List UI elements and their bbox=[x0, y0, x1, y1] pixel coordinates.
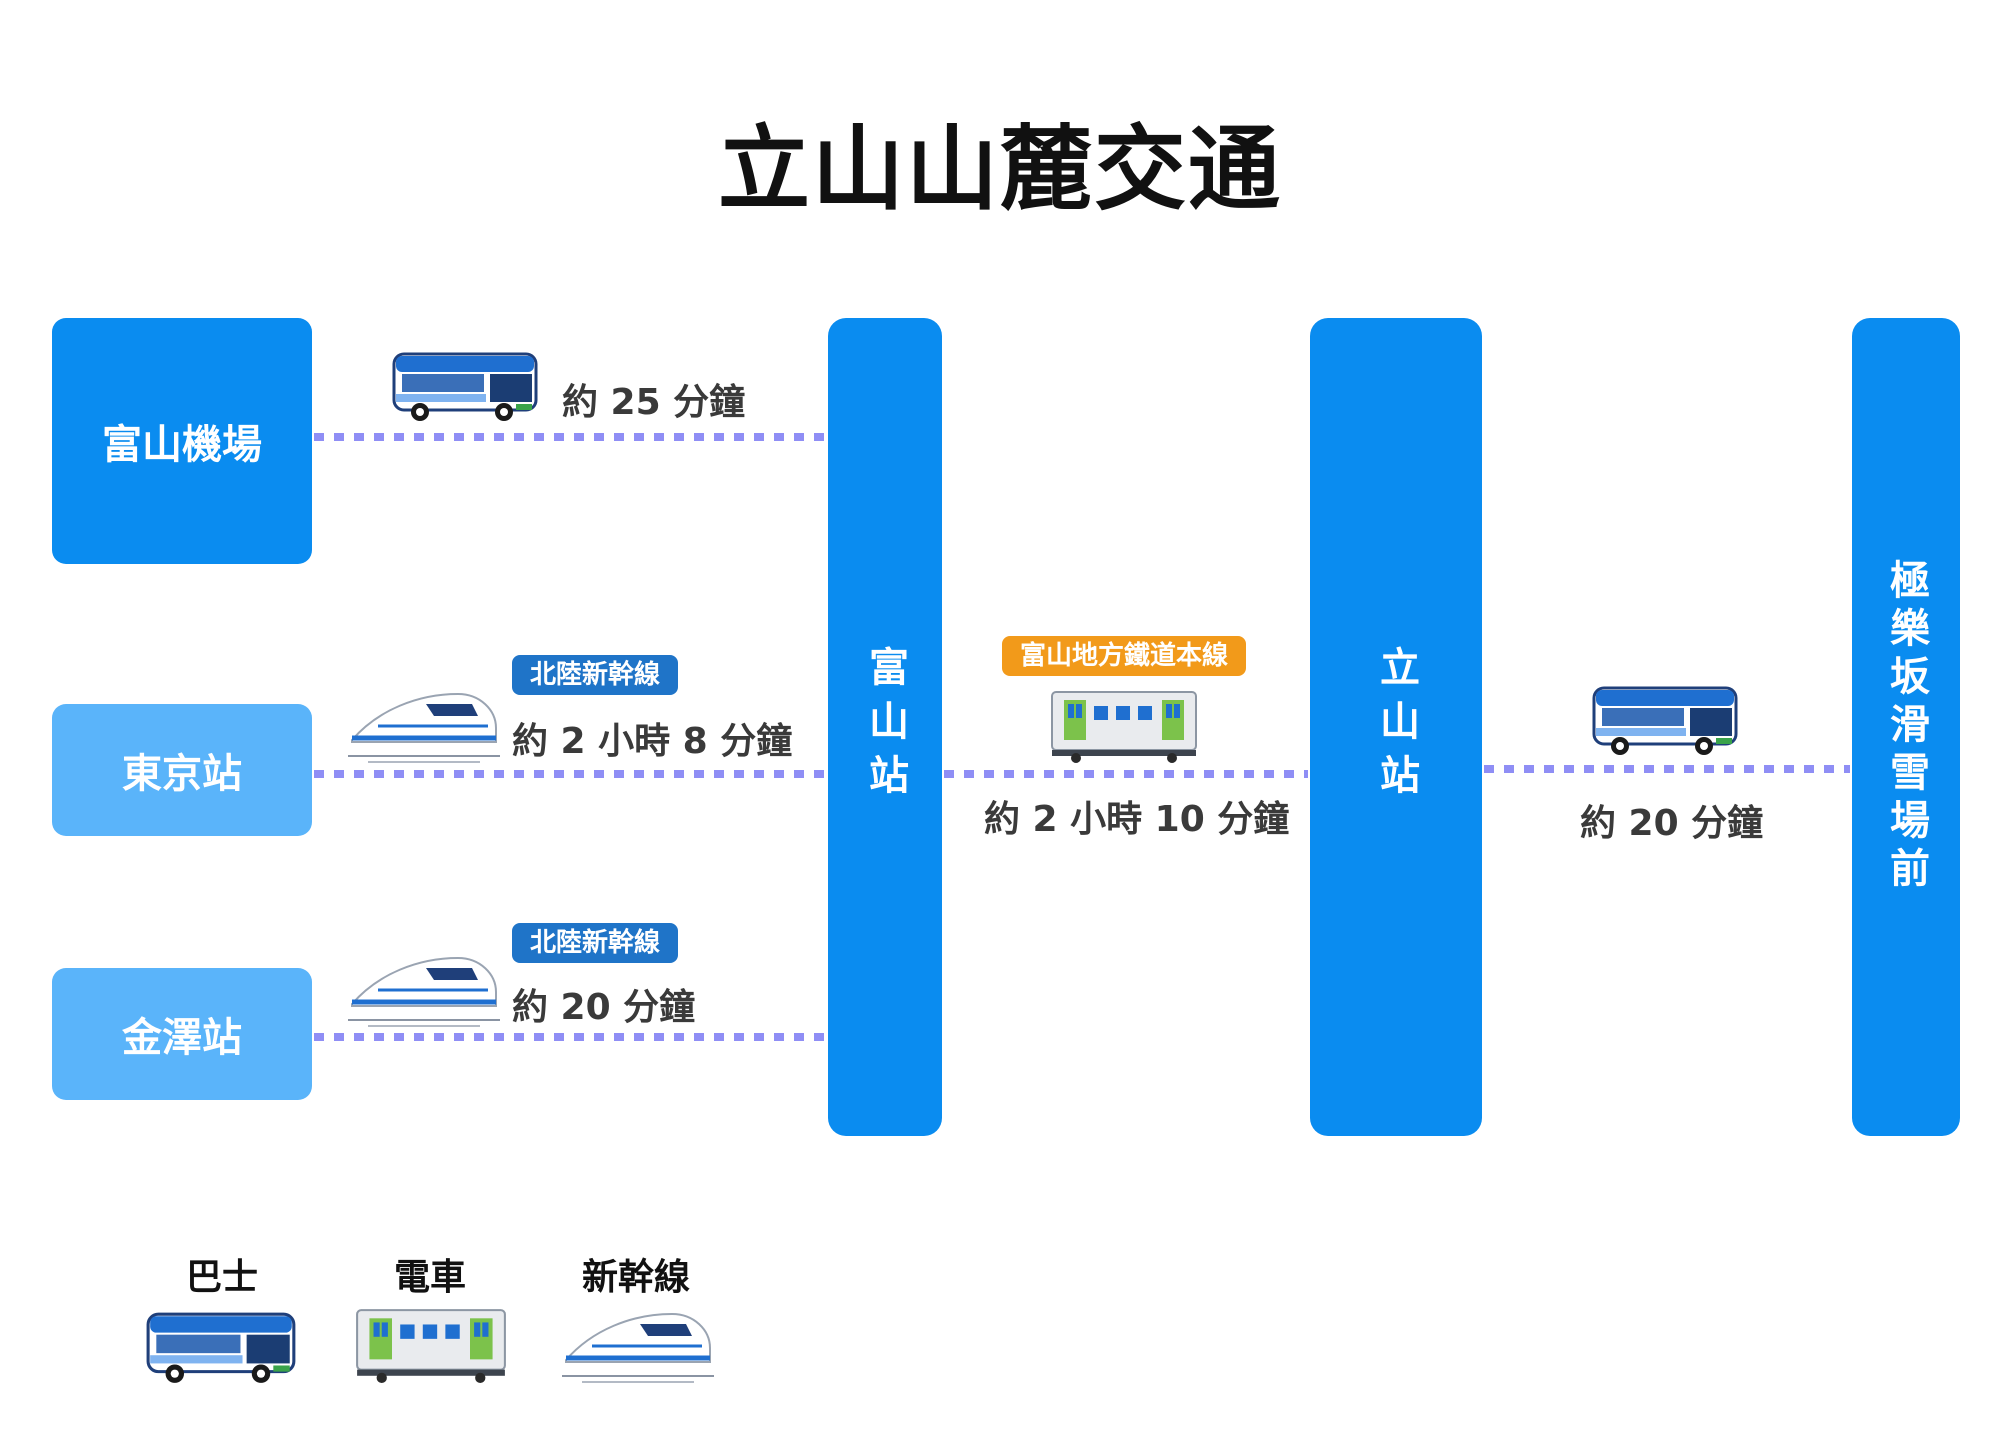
line-tag-local: 富山地方鐵道本線 bbox=[1002, 636, 1247, 676]
route-line-airport bbox=[314, 433, 826, 441]
duration-kanazawa: 約 20 分鐘 bbox=[512, 987, 696, 1028]
shinkansen-icon bbox=[348, 692, 500, 763]
train-icon bbox=[1051, 691, 1197, 763]
station-airport: 富山機場 bbox=[52, 318, 312, 564]
station-airport-label: 富山機場 bbox=[102, 422, 262, 468]
bus-icon bbox=[146, 1312, 296, 1383]
station-tateyama-label: 立山站 bbox=[1373, 646, 1419, 808]
route-line-kanazawa bbox=[314, 1033, 826, 1041]
legend-train-label: 電車 bbox=[393, 1257, 466, 1298]
shinkansen-icon bbox=[562, 1312, 714, 1383]
shinkansen-icon bbox=[348, 956, 500, 1027]
station-ski-resort-label: 極樂坂滑雪場前 bbox=[1883, 559, 1929, 895]
bus-icon bbox=[1592, 686, 1738, 755]
page-title: 立山山麓交通 bbox=[717, 116, 1282, 223]
line-tag-tokyo: 北陸新幹線 bbox=[512, 655, 679, 695]
station-toyama: 富山站 bbox=[828, 318, 942, 1136]
bus-icon bbox=[392, 352, 538, 421]
train-icon bbox=[356, 1309, 506, 1383]
duration-local: 約 2 小時 10 分鐘 bbox=[984, 799, 1290, 840]
station-kanazawa-label: 金澤站 bbox=[122, 1015, 242, 1061]
station-tateyama: 立山站 bbox=[1310, 318, 1482, 1136]
station-ski-resort: 極樂坂滑雪場前 bbox=[1852, 318, 1960, 1136]
route-line-tokyo bbox=[314, 770, 826, 778]
line-tag-kanazawa: 北陸新幹線 bbox=[512, 923, 679, 963]
duration-airport: 約 25 分鐘 bbox=[562, 382, 746, 423]
station-toyama-label: 富山站 bbox=[862, 646, 908, 808]
duration-tokyo: 約 2 小時 8 分鐘 bbox=[512, 721, 793, 762]
station-tokyo-label: 東京站 bbox=[122, 751, 242, 797]
station-kanazawa: 金澤站 bbox=[52, 968, 312, 1100]
legend-shinkansen-label: 新幹線 bbox=[581, 1257, 690, 1298]
duration-ski: 約 20 分鐘 bbox=[1580, 803, 1764, 844]
route-line-ski bbox=[1484, 765, 1850, 773]
legend-bus-label: 巴士 bbox=[185, 1257, 258, 1298]
station-tokyo: 東京站 bbox=[52, 704, 312, 836]
route-line-local bbox=[944, 770, 1308, 778]
